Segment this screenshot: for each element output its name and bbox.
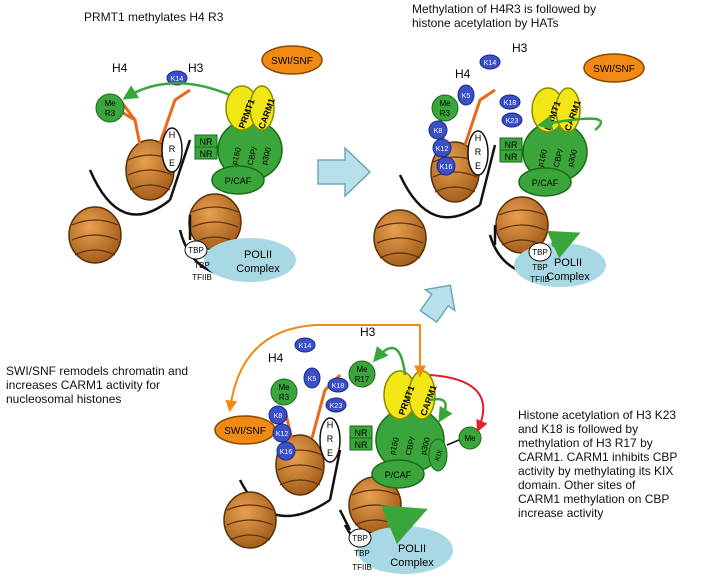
k16-label: K16 [440, 164, 453, 171]
swisnf-label: SWI/SNF [271, 56, 313, 67]
polii-label: POLII [554, 257, 582, 269]
me-label: Me [104, 99, 116, 108]
hre-letter: R [169, 144, 176, 154]
tfiib-label: TFIIB [192, 273, 212, 282]
hre-letter: H [475, 133, 482, 143]
polii-label: POLII [398, 543, 426, 555]
transition-arrow-down [419, 284, 456, 324]
tfiib-label: TFIIB [530, 275, 550, 284]
tbp-label: TBP [194, 261, 210, 270]
k23-label: K23 [506, 118, 519, 125]
k12-label: K12 [436, 146, 449, 153]
caption-line: domain. Other sites of [518, 478, 636, 492]
me-label: Me [439, 99, 451, 108]
caption-line: activity by methylating its KIX [518, 464, 674, 478]
hre-letter: H [327, 420, 334, 430]
me-label: Me [464, 434, 476, 443]
tbp-label: TBP [354, 549, 370, 558]
kix-label: KIX [434, 449, 445, 462]
k18-label: K18 [504, 100, 517, 107]
k16-label: K16 [280, 449, 293, 456]
tbp-label: TBP [532, 263, 548, 272]
k18-label: K18 [332, 383, 345, 390]
h4-label: H4 [455, 67, 471, 81]
pcaf-label: P/CAF [225, 176, 252, 186]
caption-line: increase activity [518, 506, 604, 520]
caption-line: CARM1. CARM1 inhibits CBP [518, 450, 678, 464]
panel-2: H R E PRMT1 CARM1 NR NR p160 CBP/ p300 P… [373, 41, 645, 287]
h3-label: H3 [512, 41, 528, 55]
polii-label: POLII [244, 249, 272, 261]
nucleosome [223, 491, 277, 549]
caption-line: nucleosomal histones [6, 392, 122, 406]
complex-label: Complex [390, 557, 434, 569]
panel-3: H R E KIX PRMT1 CARM1 NR NR p160 CBP/ p3… [214, 324, 488, 574]
nucleosome [373, 209, 427, 267]
k14-label: K14 [171, 76, 184, 83]
k14-label: K14 [484, 60, 497, 67]
caption-line: Methylation of H4R3 is followed by [412, 2, 597, 16]
caption-line: methylation of H3 R17 by [518, 436, 653, 450]
hre-letter: E [169, 158, 175, 168]
tbp-label: TBP [188, 246, 204, 255]
k12-label: K12 [276, 431, 289, 438]
hre-letter: R [327, 434, 334, 444]
hre-letter: H [169, 130, 176, 140]
caption-panel-2: Methylation of H4R3 is followed by histo… [412, 2, 596, 30]
nr-label: NR [505, 152, 518, 162]
nr-label: NR [505, 140, 518, 150]
r3-label: R3 [440, 109, 451, 118]
nucleosome [68, 206, 122, 264]
panel-1: H R E PRMT1 CARM1 NR NR p160 CBP/ p300 P… [68, 45, 323, 282]
h4-label: H4 [112, 61, 128, 75]
caption-line: Histone acetylation of H3 K23 [518, 408, 677, 422]
nr-label: NR [355, 440, 368, 450]
swisnf-label: SWI/SNF [593, 64, 635, 75]
caption-line: and K18 is followed by [518, 422, 639, 436]
k8-label: K8 [434, 128, 443, 135]
nr-label: NR [200, 137, 213, 147]
k23-label: K23 [330, 403, 343, 410]
pcaf-label: P/CAF [532, 178, 559, 188]
caption-panel-4: Histone acetylation of H3 K23 and K18 is… [518, 408, 677, 520]
r17-label: R17 [355, 375, 370, 384]
hre-letter: R [475, 147, 482, 157]
h4-label: H4 [268, 351, 284, 365]
r3-label: R3 [105, 109, 116, 118]
caption-line: increases CARM1 activity for [6, 378, 161, 392]
h3-label: H3 [360, 325, 376, 339]
swisnf-label: SWI/SNF [224, 426, 266, 437]
caption-panel-3: SWI/SNF remodels chromatin and increases… [6, 364, 188, 406]
complex-label: Complex [546, 271, 590, 283]
caption-line: SWI/SNF remodels chromatin and [6, 364, 189, 378]
caption-line: histone acetylation by HATs [412, 16, 559, 30]
transition-arrow-right [317, 146, 372, 198]
nr-label: NR [200, 149, 213, 159]
hre-letter: E [475, 161, 481, 171]
k14-label: K14 [299, 343, 312, 350]
tbp-label: TBP [352, 534, 368, 543]
hre-letter: E [327, 448, 333, 458]
complex-label: Complex [236, 263, 280, 275]
h3-label: H3 [188, 61, 204, 75]
nr-label: NR [355, 428, 368, 438]
pcaf-label: P/CAF [385, 470, 412, 480]
r3-label: R3 [279, 393, 290, 402]
caption-line: CARM1 methylation on CBP [518, 492, 670, 506]
k8-label: K8 [274, 413, 283, 420]
me-label: Me [278, 383, 290, 392]
acetyl-lysine-group: K14 K5 K8 K12 K16 K18 K23 [428, 54, 523, 176]
k5-label: K5 [308, 376, 317, 383]
tbp-label: TBP [532, 248, 548, 257]
k5-label: K5 [462, 93, 471, 100]
me-label: Me [356, 365, 368, 374]
caption-panel-1: PRMT1 methylates H4 R3 [84, 10, 224, 24]
tfiib-label: TFIIB [352, 563, 372, 572]
